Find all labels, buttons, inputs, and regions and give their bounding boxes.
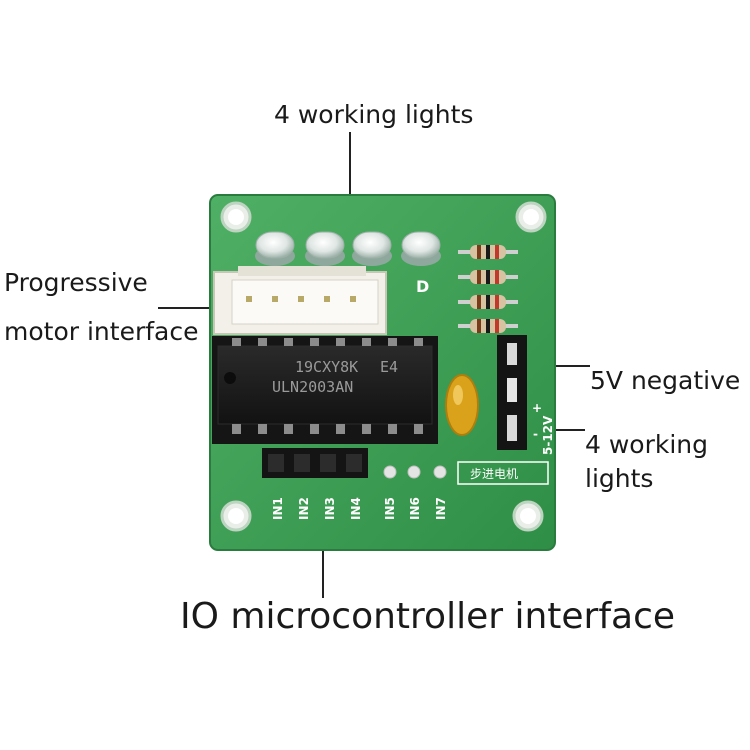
power-plus: + xyxy=(532,401,542,415)
power-range: 5-12V xyxy=(541,415,555,455)
input-header: 步进电机 xyxy=(262,448,549,485)
pin-label: IN3 xyxy=(323,497,337,520)
resistor-array xyxy=(458,245,518,333)
chip-line2: ULN2003AN xyxy=(272,378,353,396)
label-working-lights-1: 4 working xyxy=(585,430,709,459)
motor-connector xyxy=(213,266,387,335)
pin-labels: IN1 IN2 IN3 IN4 IN5 IN6 IN7 xyxy=(271,497,448,520)
led xyxy=(352,231,392,266)
power-minus: - xyxy=(533,427,538,441)
pin-label: IN2 xyxy=(297,497,311,520)
driver-chip: 19CXY8K E4 ULN2003AN xyxy=(212,336,438,444)
pin-label: IN4 xyxy=(349,497,363,520)
chip-line1: 19CXY8K xyxy=(295,358,358,376)
power-header: + - 5-12V xyxy=(497,335,555,455)
pin-label: IN5 xyxy=(383,497,397,520)
led-label: D xyxy=(416,277,429,296)
label-working-lights-2: lights xyxy=(585,464,654,493)
pin-label: IN7 xyxy=(434,497,448,520)
led xyxy=(255,231,295,266)
resistor xyxy=(458,295,518,309)
label-progressive: Progressive xyxy=(4,268,148,297)
pin-label: IN1 xyxy=(271,497,285,520)
capacitor xyxy=(445,374,479,436)
resistor xyxy=(458,270,518,284)
led-row: D xyxy=(255,231,441,296)
label-top-lights: 4 working lights xyxy=(274,100,474,129)
silk-text: 步进电机 xyxy=(470,467,518,481)
chip-pins xyxy=(232,338,423,434)
led xyxy=(401,231,441,266)
label-motor-interface: motor interface xyxy=(4,317,199,346)
label-5v-negative: 5V negative xyxy=(590,366,741,395)
mounting-holes xyxy=(220,201,547,532)
resistor xyxy=(458,245,518,259)
pin-label: IN6 xyxy=(408,497,422,520)
label-io-interface: IO microcontroller interface xyxy=(180,596,676,637)
led xyxy=(305,231,345,266)
resistor xyxy=(458,319,518,333)
chip-mark: E4 xyxy=(380,358,398,376)
